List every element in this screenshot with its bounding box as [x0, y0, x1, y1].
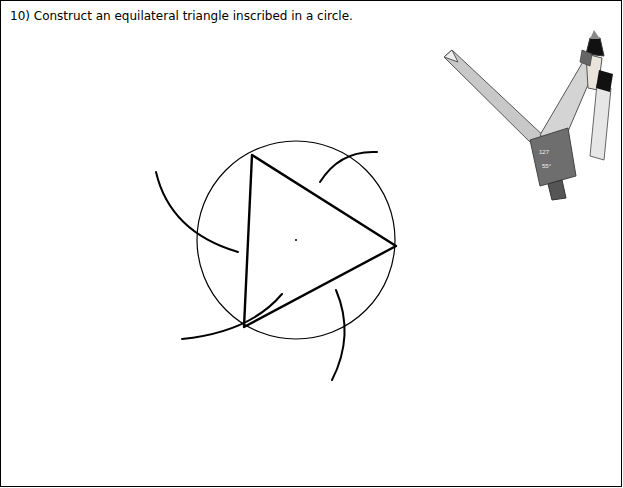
question-title: 10) Construct an equilateral triangle in…	[10, 9, 353, 23]
dial-label: 127	[539, 149, 549, 155]
compass-icon	[444, 30, 613, 200]
dial-label: 55°	[542, 163, 551, 169]
